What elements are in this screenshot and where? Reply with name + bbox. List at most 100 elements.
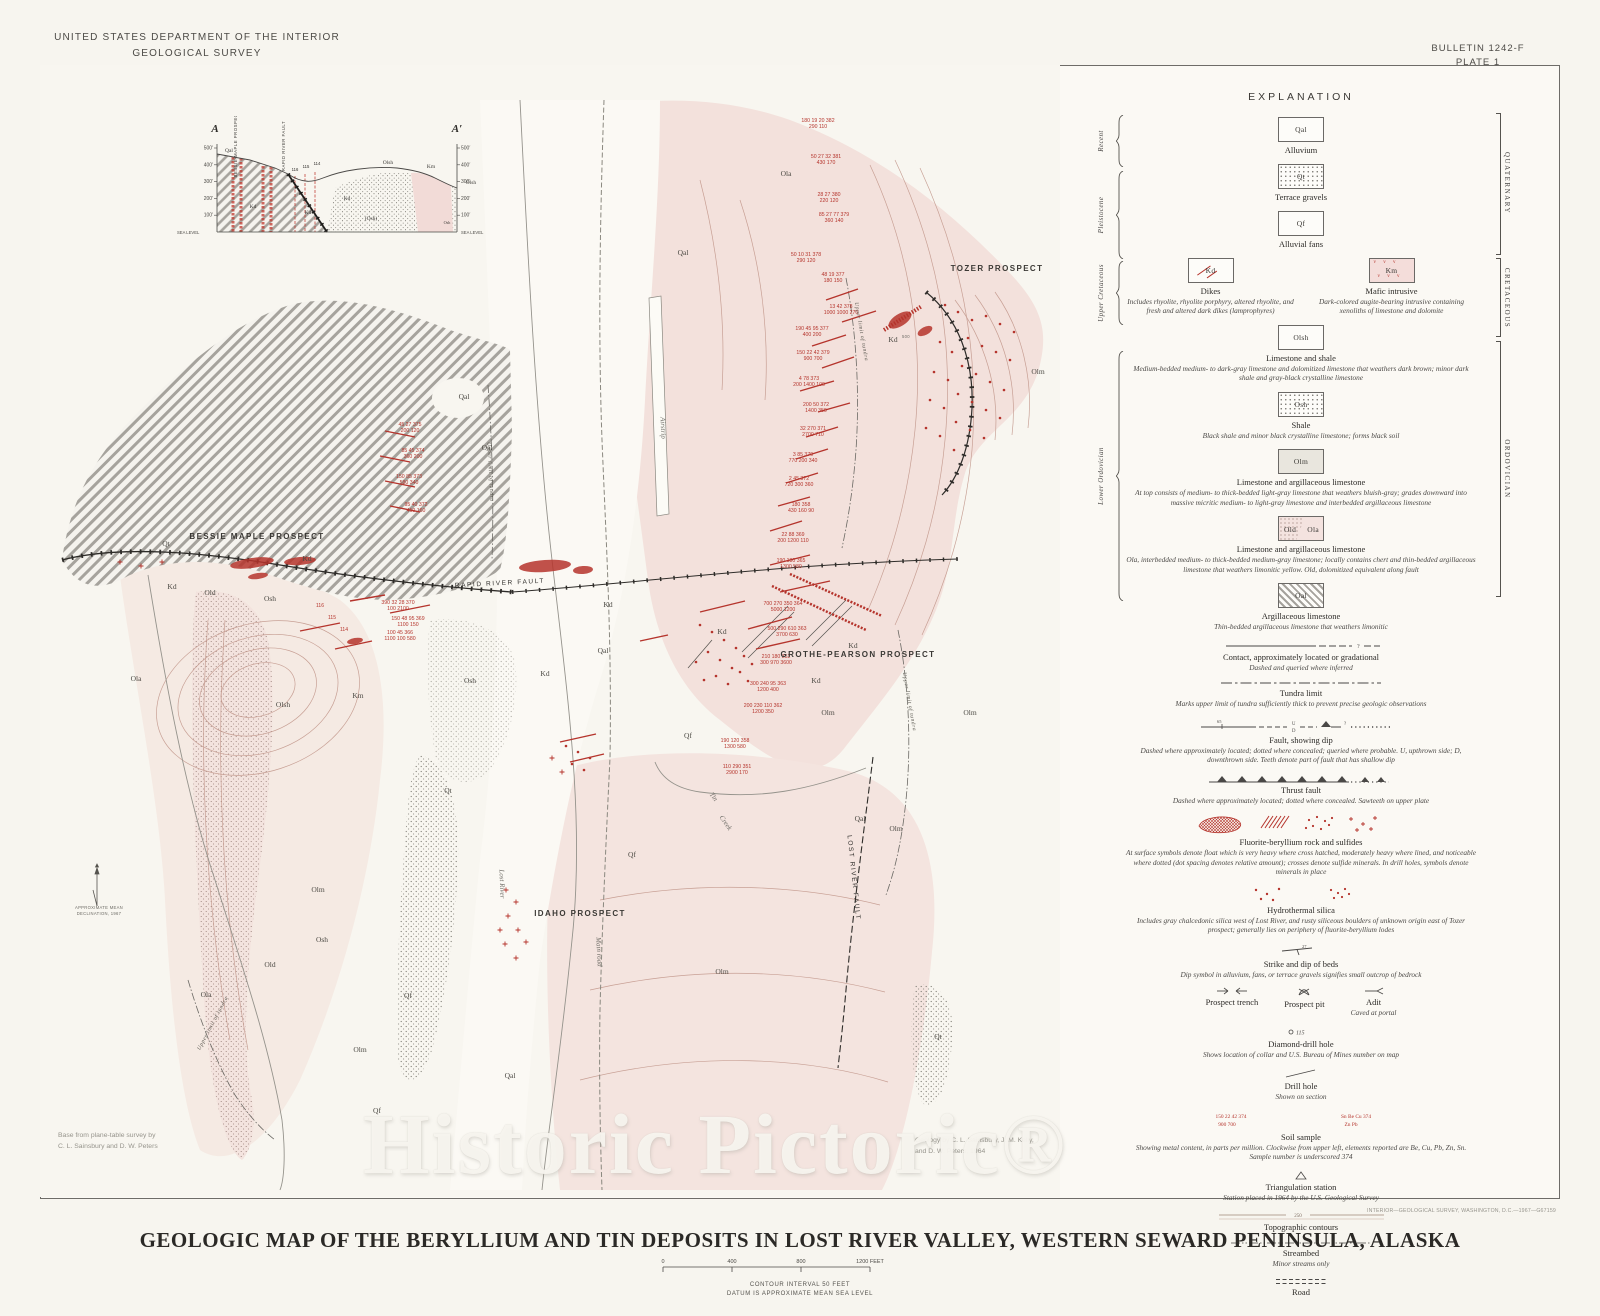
legend-symbol-name: Topographic contours xyxy=(1263,1222,1339,1233)
dike-line xyxy=(769,554,811,566)
fluorite-dot xyxy=(702,678,706,682)
airstrip-outline xyxy=(648,295,670,517)
svg-text:Kd: Kd xyxy=(344,196,351,202)
legend-symbol-name: Contact, approximately located or gradat… xyxy=(1222,651,1379,662)
qal-swatch: Qal xyxy=(1278,117,1324,142)
map-label: Qt xyxy=(162,539,170,548)
legend-unit-desc: At top consists of medium- to thick-bedd… xyxy=(1135,488,1467,507)
sulfide-cross xyxy=(549,755,555,761)
svg-text:500′: 500′ xyxy=(204,146,213,152)
fluorite-dot xyxy=(722,638,726,642)
map-label: Ola xyxy=(201,990,213,999)
legend-unit-name: Limestone and shale xyxy=(1266,352,1336,363)
fluorite-body xyxy=(347,637,363,645)
legend-symbol-name: Triangulation station xyxy=(1265,1181,1337,1192)
olsh-swatch: Olsh xyxy=(1278,324,1324,350)
bulletin-number: BULLETIN 1242-F xyxy=(1431,43,1525,54)
map-label: Kd xyxy=(811,676,820,685)
section-osh-right xyxy=(451,186,457,232)
fluorite-dot xyxy=(1012,330,1016,334)
legend-symbol-desc: Dashed where approximately located; dott… xyxy=(1172,795,1430,805)
fluorite-dot xyxy=(984,408,988,412)
svg-text:Zn Pb: Zn Pb xyxy=(1344,1122,1357,1128)
map-label: Qal xyxy=(855,814,866,823)
fluorite-body xyxy=(248,572,268,580)
fluorite-dot xyxy=(954,420,958,424)
legend-unit-desc: Ola, interbedded medium- to thick-bedded… xyxy=(1126,555,1476,574)
thrust-symbol xyxy=(1125,772,1477,784)
scale-bar: 0 400 800 1200 FEET xyxy=(661,1259,885,1272)
road-line xyxy=(599,99,611,1191)
legend-symbol-name: Fault, showing dip xyxy=(1269,734,1333,745)
dike-line xyxy=(699,600,746,613)
map-label: Osh xyxy=(316,935,328,944)
sulfide-cross xyxy=(505,913,511,919)
map-label: Main road xyxy=(594,936,604,967)
legend-unit-name: Terrace gravels xyxy=(1274,192,1328,202)
region-old-strip xyxy=(192,591,273,1160)
sulfide-cross xyxy=(502,941,508,947)
declination-arrow xyxy=(92,863,100,907)
sulfide-cross xyxy=(559,769,565,775)
legend-symbol-name: Tundra limit xyxy=(1279,688,1323,699)
map-label: APPROXIMATE MEAN xyxy=(75,905,123,910)
map-label: Qf xyxy=(628,850,636,859)
legend-symbol-desc: Marks upper limit of tundra sufficiently… xyxy=(1175,699,1427,709)
svg-text:800: 800 xyxy=(796,1259,805,1265)
fluorite-dot xyxy=(942,406,946,410)
legend-symbol-desc: Shows location of collar and U.S. Bureau… xyxy=(1202,1049,1400,1059)
agency-line1: UNITED STATES DEPARTMENT OF THE INTERIOR xyxy=(54,32,340,43)
road-symbol xyxy=(1125,1276,1477,1286)
qal-window xyxy=(432,378,484,418)
legend-symbol-desc: Station placed in 1964 by the U.S. Geolo… xyxy=(1223,1192,1379,1202)
legend-symbols: ? Contact, approximately located or grada… xyxy=(1125,641,1477,1297)
fluorite-dot xyxy=(726,682,730,686)
svg-text:Osh: Osh xyxy=(444,220,452,225)
region-osh xyxy=(427,619,517,782)
dike-line xyxy=(334,640,373,650)
svg-text:SEA LEVEL: SEA LEVEL xyxy=(177,230,200,235)
region-qt-se xyxy=(911,984,953,1106)
section-label-a-prime: A′ xyxy=(451,123,462,135)
svg-text:?: ? xyxy=(1344,722,1347,727)
legend-unit-desc: Dark-colored augite-bearing intrusive co… xyxy=(1318,297,1465,316)
dike-line xyxy=(841,310,877,323)
sulfide-cross xyxy=(497,927,503,933)
legend-unit-name: Limestone and argillaceous limestone xyxy=(1236,477,1366,488)
svg-text:500′: 500′ xyxy=(461,146,470,152)
map-label: Kd xyxy=(167,582,176,591)
dike-line xyxy=(811,334,847,347)
bracket-cretaceous xyxy=(1496,258,1501,337)
fluorite-dot xyxy=(970,318,974,322)
map-label: Tin xyxy=(708,791,720,803)
fluorite-dot xyxy=(946,378,950,382)
svg-text:Olsh: Olsh xyxy=(466,180,477,186)
map-label: DECLINATION, 1967 xyxy=(77,911,122,916)
tundra-limit-lines xyxy=(187,277,910,1141)
fluorite-dot xyxy=(932,370,936,374)
legend-symbol-name: Prospect trench xyxy=(1205,997,1259,1008)
sulfide-cross xyxy=(138,563,144,569)
sulfide-cross xyxy=(159,559,165,565)
map-label: Kd xyxy=(888,335,897,344)
brace xyxy=(1116,115,1124,167)
fluorite-dot xyxy=(968,428,972,432)
fluorite-dot xyxy=(1008,358,1012,362)
dike-line xyxy=(299,622,341,632)
section-bessie-label: BESSIE-MAPLE PROSPECT xyxy=(233,116,238,177)
